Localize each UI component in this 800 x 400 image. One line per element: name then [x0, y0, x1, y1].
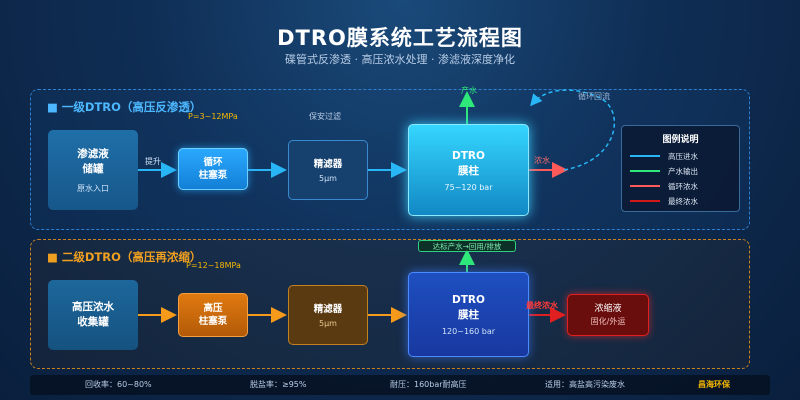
hp-pump-line2: 柱塞泵: [198, 316, 228, 327]
final-concentrate-label: 最终浓水: [526, 301, 558, 310]
leachate-tank: 渗滤液 储罐 原水入口: [48, 130, 138, 210]
recycle-label: 循环回流: [578, 92, 610, 101]
legend-item: 高压进水: [630, 150, 698, 162]
legend-label: 最终浓水: [668, 196, 698, 206]
stage1-column-line1: DTRO: [452, 149, 485, 162]
legend-swatch: [630, 170, 660, 172]
footer-bar: 回收率：60~80% 脱盐率：≥95% 耐压：160bar耐高压 适用：高盐高污…: [30, 375, 770, 395]
stage2-product-tag: 达标产水→回用/排放: [418, 240, 516, 252]
stage2-pressure-note: P=12~18MPa: [186, 261, 241, 270]
stage2-fine-filter: 精滤器 5μm: [288, 285, 368, 345]
stage2-column-line1: DTRO: [452, 294, 485, 306]
legend-swatch: [630, 155, 660, 157]
concentrate-label: 浓水: [534, 156, 550, 165]
legend: 图例说明 高压进水 产水输出 循环浓水 最终浓水: [621, 125, 740, 212]
legend-item: 循环浓水: [630, 180, 698, 192]
stage1-filter-name: 精滤器: [313, 159, 343, 170]
footer-application: 适用：高盐高污染废水: [545, 380, 625, 389]
footer-recovery: 回收率：60~80%: [85, 380, 152, 389]
collection-tank-line2: 收集罐: [77, 316, 109, 328]
concentrate-collection-tank: 高压浓水 收集罐: [48, 280, 138, 350]
footer-pressure: 耐压：160bar耐高压: [390, 380, 467, 389]
page-subtitle: 碟管式反渗透 · 高压浓水处理 · 渗滤液深度净化: [285, 53, 515, 66]
leachate-tank-sub: 原水入口: [77, 183, 109, 193]
stage2-filter-spec: 5μm: [319, 319, 337, 328]
circulation-pump-line1: 循环: [203, 157, 223, 168]
lift-label: 提升: [145, 157, 161, 166]
concentrate-output: 浓缩液 固化/外运: [567, 294, 649, 336]
page-title: DTRO膜系统工艺流程图: [277, 26, 523, 50]
stage1-filter-note: 保安过滤: [309, 112, 341, 121]
stage2-column-pressure: 120~160 bar: [441, 327, 496, 336]
legend-label: 循环浓水: [668, 181, 698, 191]
stage2-label: ■ 二级DTRO（高压再浓缩）: [47, 250, 202, 264]
hp-pump-line1: 高压: [203, 303, 223, 314]
stage1-column-pressure: 75~120 bar: [444, 182, 493, 192]
legend-label: 高压进水: [668, 151, 698, 161]
leachate-tank-line1: 渗滤液: [77, 147, 109, 160]
legend-title: 图例说明: [662, 135, 699, 145]
leachate-tank-line2: 储罐: [82, 162, 104, 175]
legend-swatch: [630, 200, 660, 202]
legend-item: 产水输出: [630, 165, 698, 177]
stage1-pressure-note: P=3~12MPa: [188, 112, 238, 121]
stage1-filter-spec: 5μm: [319, 174, 337, 183]
legend-swatch: [630, 185, 660, 187]
footer-desalination: 脱盐率：≥95%: [250, 380, 307, 389]
legend-label: 产水输出: [668, 166, 698, 176]
stage1-label: ■ 一级DTRO（高压反渗透）: [47, 100, 202, 114]
stage1-fine-filter: 精滤器 5μm: [288, 140, 368, 200]
footer-brand: 昌海环保: [698, 380, 730, 389]
product-water-label: 产水: [461, 86, 477, 95]
circulation-pump: 循环 柱塞泵: [178, 148, 248, 190]
concentrate-line1: 浓缩液: [594, 304, 622, 314]
high-pressure-pump: 高压 柱塞泵: [178, 293, 248, 337]
stage1-column-line2: 膜柱: [458, 164, 479, 177]
circulation-pump-line2: 柱塞泵: [198, 170, 228, 181]
stage1-dtro-column: DTRO 膜柱 75~120 bar: [408, 124, 529, 216]
stage2-filter-name: 精滤器: [313, 304, 343, 315]
concentrate-line2: 固化/外运: [590, 317, 626, 326]
stage2-dtro-column: DTRO 膜柱 120~160 bar: [408, 272, 529, 357]
collection-tank-line1: 高压浓水: [72, 301, 114, 313]
legend-item: 最终浓水: [630, 195, 698, 207]
stage2-column-line2: 膜柱: [458, 309, 479, 321]
